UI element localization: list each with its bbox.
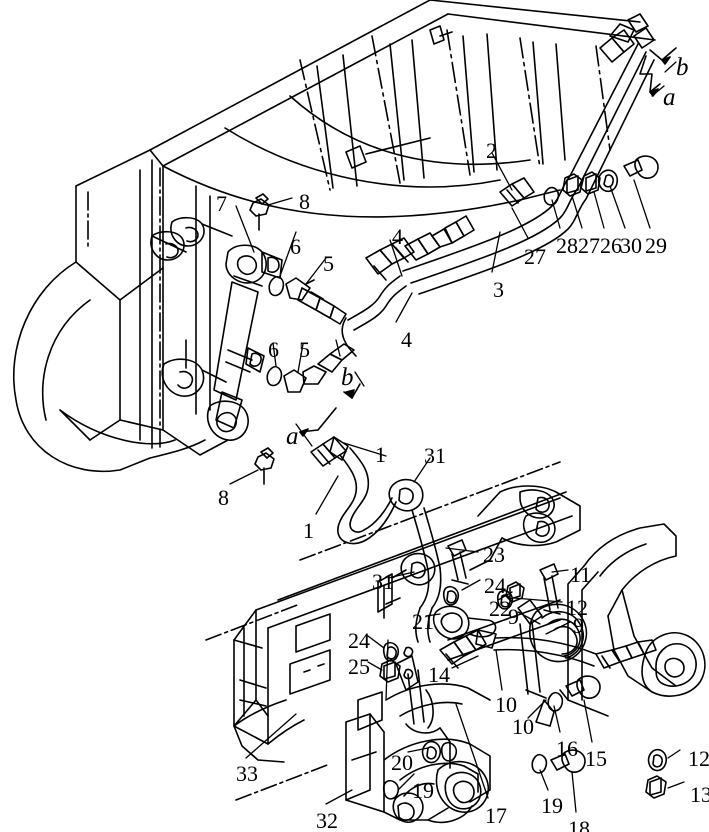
callout-25: 25 bbox=[348, 654, 370, 679]
callout-8: 8 bbox=[299, 189, 310, 214]
callout-23: 23 bbox=[483, 542, 505, 567]
callout-8: 8 bbox=[218, 485, 229, 510]
callout-18: 18 bbox=[568, 816, 590, 832]
callout-16: 16 bbox=[556, 736, 578, 761]
callout-31: 31 bbox=[372, 569, 394, 594]
callout-5: 5 bbox=[323, 251, 334, 276]
callout-24: 24 bbox=[484, 573, 506, 598]
small-parts-row bbox=[543, 155, 659, 206]
leader-lines-lower bbox=[245, 442, 685, 813]
callout-11: 11 bbox=[570, 562, 592, 587]
hydraulic-tubes bbox=[341, 13, 655, 357]
fitting-8-upper bbox=[249, 193, 270, 231]
hose-assembly-1 bbox=[310, 436, 442, 643]
callout-a: a bbox=[286, 423, 299, 450]
blade-moldboard bbox=[149, 0, 656, 218]
callout-33: 33 bbox=[236, 761, 258, 786]
callout-4: 4 bbox=[401, 327, 412, 352]
callout-27: 27 bbox=[524, 244, 546, 269]
callout-32: 32 bbox=[316, 808, 338, 832]
ab-arrow-connectors bbox=[299, 47, 677, 437]
callout-5: 5 bbox=[299, 337, 310, 362]
callout-6: 6 bbox=[268, 337, 279, 362]
callout-12: 12 bbox=[566, 595, 588, 620]
elbow-fitting-5-upper bbox=[285, 277, 347, 325]
callout-10: 10 bbox=[495, 692, 517, 717]
callout-9: 9 bbox=[573, 613, 584, 638]
callout-19: 19 bbox=[412, 778, 434, 803]
callout-28: 28 bbox=[556, 233, 578, 258]
fitting-8-lower bbox=[254, 447, 275, 485]
callout-27: 27 bbox=[578, 233, 600, 258]
callout-24: 24 bbox=[348, 628, 370, 653]
callout-14: 14 bbox=[428, 662, 450, 687]
callout-10: 10 bbox=[512, 714, 534, 739]
callout-13: 13 bbox=[690, 782, 709, 807]
callout-20: 20 bbox=[391, 750, 413, 775]
callout-4: 4 bbox=[392, 224, 403, 249]
callout-b: b bbox=[341, 364, 354, 391]
callout-12: 12 bbox=[688, 746, 709, 771]
callout-19: 19 bbox=[541, 793, 563, 818]
callout-30: 30 bbox=[620, 233, 642, 258]
bucket-body bbox=[12, 149, 233, 473]
callout-2: 2 bbox=[486, 138, 497, 163]
callout-17: 17 bbox=[485, 803, 507, 828]
callout-29: 29 bbox=[645, 233, 667, 258]
callout-26: 26 bbox=[600, 233, 622, 258]
callout-1: 1 bbox=[303, 518, 314, 543]
callout-9: 9 bbox=[508, 604, 519, 629]
callout-7: 7 bbox=[216, 191, 227, 216]
callout-31: 31 bbox=[424, 443, 446, 468]
lower-frame bbox=[205, 461, 706, 824]
callout-21: 21 bbox=[412, 609, 434, 634]
callout-15: 15 bbox=[585, 746, 607, 771]
o-ring-6-upper bbox=[268, 275, 285, 297]
callout-3: 3 bbox=[493, 277, 504, 302]
callout-22: 22 bbox=[489, 596, 511, 621]
callout-1: 1 bbox=[375, 442, 386, 467]
callout-b: b bbox=[676, 54, 689, 81]
o-ring-6-lower bbox=[266, 365, 283, 387]
callout-6: 6 bbox=[290, 234, 301, 259]
callout-a: a bbox=[663, 84, 676, 111]
elbow-fitting-5-lower bbox=[283, 343, 355, 393]
